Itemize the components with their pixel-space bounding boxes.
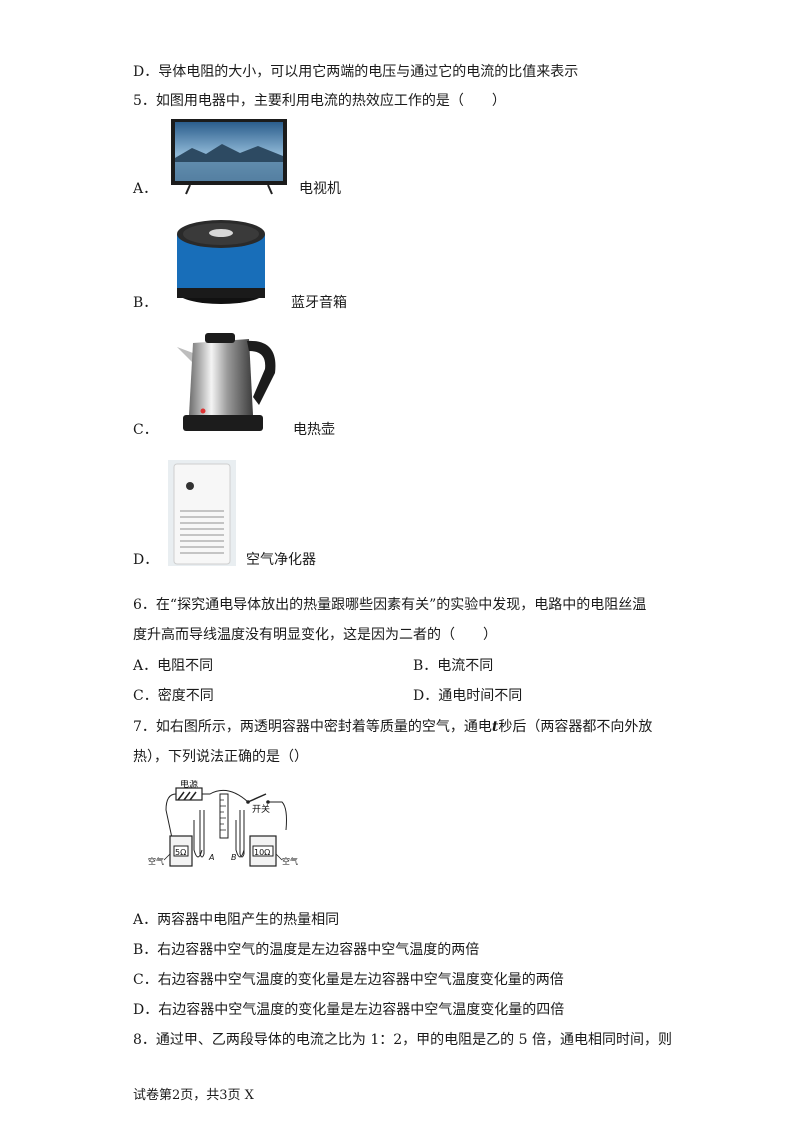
- q7-option-d: D．右边容器中空气温度的变化量是左边容器中空气温度变化量的四倍: [133, 1002, 565, 1018]
- switch-icon: [247, 793, 267, 803]
- bluetooth-speaker-image: [177, 220, 265, 304]
- q5-option-b-label: 蓝牙音箱: [291, 295, 347, 311]
- left-resistor-label: 5Ω: [175, 848, 186, 857]
- tv-image: [171, 119, 287, 195]
- q7-option-a: A．两容器中电阻产生的热量相同: [133, 912, 340, 928]
- right-resistor-label: 10Ω: [254, 848, 270, 857]
- q7-stem-pre: 7．如右图所示，两透明容器中密封着等质量的空气，通电: [133, 719, 492, 735]
- switch-label: 开关: [252, 803, 270, 815]
- electric-kettle-image: [177, 333, 276, 431]
- q5-option-d-letter: D．: [133, 552, 159, 568]
- q7-stem-variable: t: [491, 719, 499, 735]
- q7-option-c: C．右边容器中空气温度的变化量是左边容器中空气温度变化量的两倍: [133, 972, 564, 988]
- q7-circuit-figure: 电源 开关 5Ω 10Ω A B 空气 空气: [148, 780, 298, 867]
- right-air-label: 空气: [282, 856, 298, 866]
- air-purifier-image: [168, 460, 236, 566]
- q7-stem-post: 秒后（两容器都不向外放: [498, 719, 653, 735]
- q7-option-b: B．右边容器中空气的温度是左边容器中空气温度的两倍: [133, 942, 480, 958]
- q5-option-c-letter: C．: [133, 422, 158, 438]
- q5-option-d-label: 空气净化器: [246, 552, 316, 568]
- q5-option-b-letter: B．: [133, 295, 158, 311]
- label-b: B: [231, 853, 237, 862]
- q4-option-d: D．导体电阻的大小，可以用它两端的电压与通过它的电流的比值来表示: [133, 64, 579, 80]
- page-footer: 试卷第2页，共3页 X: [133, 1088, 254, 1103]
- q5-option-a-label: 电视机: [299, 181, 341, 197]
- q5-stem: 5．如图用电器中，主要利用电流的热效应工作的是（ ）: [133, 93, 506, 109]
- left-air-label: 空气: [148, 856, 164, 866]
- label-a: A: [208, 853, 214, 862]
- power-supply-label: 电源: [180, 780, 198, 790]
- q7-stem-line1: 7．如右图所示，两透明容器中密封着等质量的空气，通电t秒后（两容器都不向外放: [133, 717, 652, 737]
- q6-option-d: D．通电时间不同: [413, 688, 523, 704]
- q6-option-c: C．密度不同: [133, 688, 214, 704]
- q5-option-c-label: 电热壶: [293, 422, 335, 438]
- q6-option-a: A．电阻不同: [133, 658, 214, 674]
- q6-stem-line2: 度升高而导线温度没有明显变化，这是因为二者的（ ）: [133, 627, 497, 643]
- q7-stem-line2: 热），下列说法正确的是（）: [133, 749, 308, 765]
- q6-stem-line1: 6．在“探究通电导体放出的热量跟哪些因素有关”的实验中发现，电路中的电阻丝温: [133, 597, 647, 613]
- q8-stem-line1: 8．通过甲、乙两段导体的电流之比为 1：2，甲的电阻是乙的 5 倍，通电相同时间…: [133, 1032, 672, 1048]
- q5-option-a-letter: A．: [133, 181, 158, 197]
- q6-option-b: B．电流不同: [413, 658, 494, 674]
